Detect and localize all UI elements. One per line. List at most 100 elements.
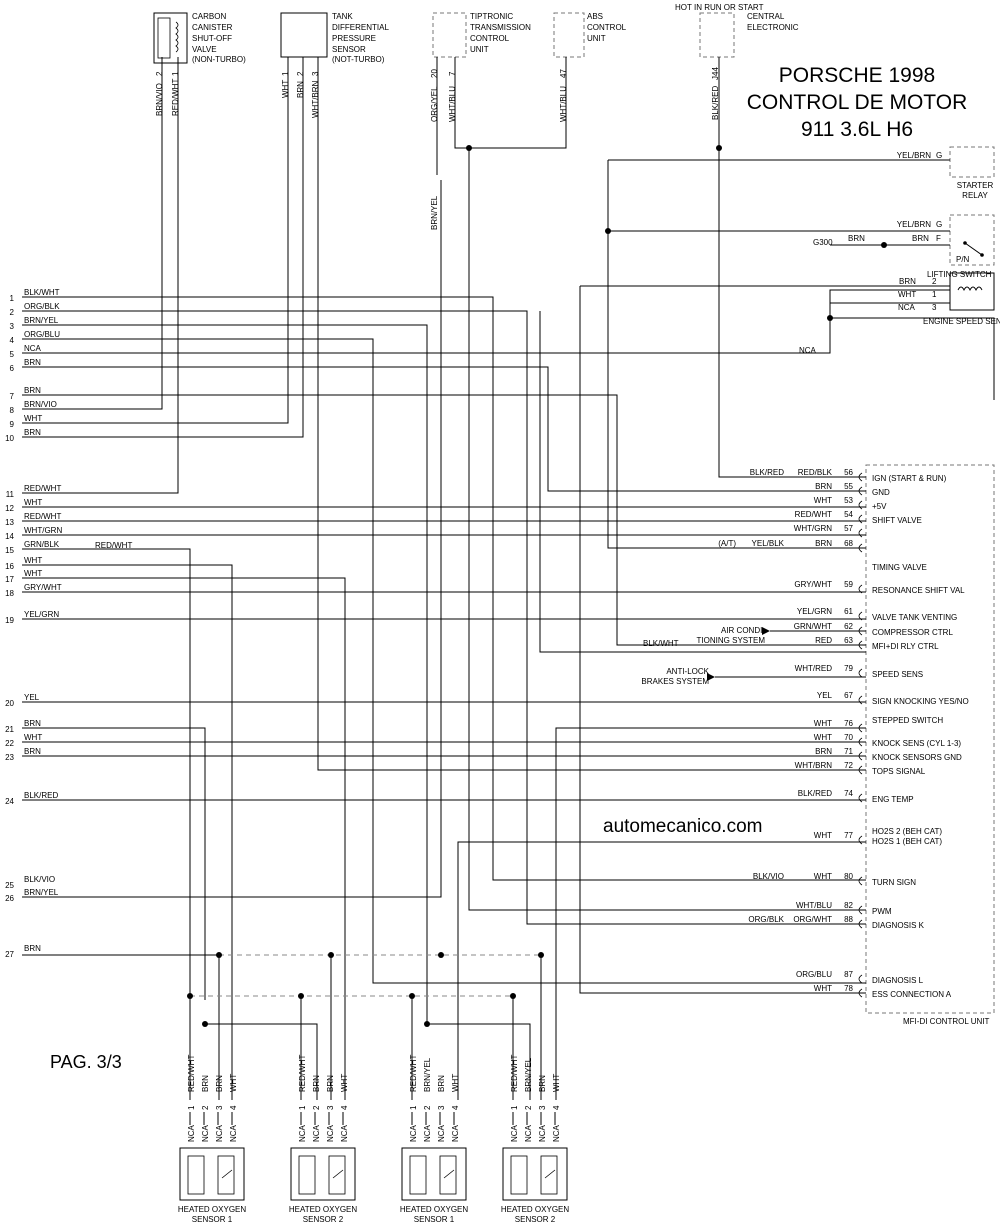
tiptronic-unit: TIPTRONIC TRANSMISSION CONTROL UNIT 20 7… <box>430 12 531 122</box>
sensor-arrow-icon <box>544 1169 556 1179</box>
connector-mark <box>858 695 863 705</box>
sensor-nca: NCA <box>215 1124 224 1142</box>
ecu-pre-color: BLK/RED <box>750 468 784 477</box>
wire-path <box>22 180 442 898</box>
sensor-wire-color: BRN/YEL <box>524 1057 533 1092</box>
tank-line-4: SENSOR <box>332 45 366 54</box>
wire-path <box>579 286 866 994</box>
ecu-function: PWM <box>872 907 892 916</box>
tip-pin-20: 20 <box>430 69 439 78</box>
sensor-pin-number: 3 <box>437 1105 446 1110</box>
sensor-body <box>179 1147 245 1201</box>
abs-system-line-2: BRAKES SYSTEM <box>641 677 709 686</box>
ecu-pin-number: 63 <box>844 636 853 645</box>
tank-pressure-sensor: TANK DIFFERENTIAL PRESSURE SENSOR (NOT-T… <box>280 12 389 118</box>
lifting-pin-g: G <box>936 220 942 229</box>
ecu-pin-color: ORG/WHT <box>793 915 832 924</box>
left-wire-color: BLK/WHT <box>24 288 60 297</box>
wire-path <box>22 324 428 1025</box>
ecu-pin-color: WHT/GRN <box>794 524 832 533</box>
ecu-function: KNOCK SENSORS GND <box>872 753 962 762</box>
sensor-nca: NCA <box>298 1124 307 1142</box>
speed-row-3-wire: NCA <box>898 303 916 312</box>
abs-line-2: CONTROL <box>587 23 627 32</box>
left-wire-color: BRN/VIO <box>24 400 57 409</box>
sensor-element <box>217 1155 235 1195</box>
left-wire-number: 22 <box>5 739 14 748</box>
lifting-brn-1: BRN <box>848 234 865 243</box>
carbon-wire-2: RED/WHT <box>171 79 180 116</box>
connector-mark <box>858 835 863 845</box>
left-wire-number: 15 <box>5 546 14 555</box>
speed-row-3-pin: 3 <box>932 303 937 312</box>
left-wire-number: 7 <box>10 392 15 401</box>
abs-control-unit: ABS CONTROL UNIT 47 WHT/BLU <box>553 12 627 122</box>
sensor-pin-number: 3 <box>326 1105 335 1110</box>
ecu-pin-color: YEL/GRN <box>797 607 832 616</box>
left-wire-color: BRN/YEL <box>24 888 59 897</box>
wire-path <box>539 311 866 653</box>
left-wire-color: NCA <box>24 344 42 353</box>
ecu-pin-number: 70 <box>844 733 853 742</box>
left-wire-number: 4 <box>10 336 15 345</box>
connector-mark <box>858 668 863 678</box>
wire-path <box>22 57 289 424</box>
ecu-pin-number: 71 <box>844 747 853 756</box>
sensor-body <box>401 1147 467 1201</box>
pn-label: P/N <box>956 255 970 264</box>
sensor-wire-color: WHT <box>451 1074 460 1092</box>
ecu-pin-color: RED/WHT <box>795 510 832 519</box>
carbon-line-3: SHUT-OFF <box>192 34 232 43</box>
tank-wire-3: WHT/BRN <box>311 80 320 118</box>
left-wire-number: 10 <box>5 434 14 443</box>
left-wire-color: WHT <box>24 414 42 423</box>
sensor-name-2: SENSOR 1 <box>192 1215 233 1224</box>
tank-wire-1: WHT <box>281 80 290 98</box>
left-wire-number: 26 <box>5 894 14 903</box>
connector-mark <box>858 500 863 510</box>
sensor-nca: NCA <box>201 1124 210 1142</box>
carbon-pin-2: 2 <box>155 71 164 76</box>
sensor-nca: NCA <box>538 1124 547 1142</box>
ecu-pin-color: WHT <box>814 831 832 840</box>
left-wire-color: BRN <box>24 358 41 367</box>
connector-mark <box>858 876 863 886</box>
wire-path <box>22 366 866 492</box>
tip-line-1: TIPTRONIC <box>470 12 513 21</box>
sensor-pin-number: 2 <box>312 1105 321 1110</box>
sensor-nca: NCA <box>510 1124 519 1142</box>
sensor-nca: NCA <box>187 1124 196 1142</box>
ecu-pin-number: 56 <box>844 468 853 477</box>
ecu-pin-color: BRN <box>815 747 832 756</box>
starter-pin: G <box>936 151 942 160</box>
wire-path <box>22 394 866 646</box>
ecu-function: KNOCK SENS (CYL 1-3) <box>872 739 961 748</box>
engine-speed-sensor: NCA BRN 2 WHT 1 NCA 3 ENGINE SPEED SENSO… <box>799 272 1000 355</box>
wire-path <box>22 338 866 984</box>
lifting-switch: YEL/BRN G G300 BRN BRN F P/N LIFTING SWI… <box>813 214 995 279</box>
speed-row-2-wire: WHT <box>898 290 916 299</box>
carbon-pin-1: 1 <box>171 71 180 76</box>
abs-wire: WHT/BLU <box>559 86 568 122</box>
left-wire-color: BRN <box>24 719 41 728</box>
splice-dot <box>827 315 833 321</box>
sensor-name-1: HEATED OXYGEN <box>289 1205 358 1214</box>
ecu-pin-color: BRN <box>815 539 832 548</box>
sensor-pin-number: 1 <box>409 1105 418 1110</box>
abs-line-1: ABS <box>587 12 603 21</box>
left-wire-number: 24 <box>5 797 14 806</box>
wire-path <box>22 57 304 438</box>
ecu-pin-color: YEL <box>817 691 833 700</box>
g300-label: G300 <box>813 238 833 247</box>
tank-pin-1: 1 <box>281 71 290 76</box>
sensor-wire-color: RED/WHT <box>510 1055 519 1092</box>
left-wire-color: WHT <box>24 733 42 742</box>
ecu-function: TURN SIGN <box>872 878 916 887</box>
left-wire-color: ORG/BLK <box>24 302 60 311</box>
oxygen-sensor: 1RED/WHTNCA2BRN/YELNCA3BRNNCA4WHTNCAHEAT… <box>400 1055 469 1224</box>
ecu-pin-number: 76 <box>844 719 853 728</box>
wire-path <box>22 57 179 494</box>
oxygen-sensor: 1RED/WHTNCA2BRN/YELNCA3BRNNCA4WHTNCAHEAT… <box>501 1055 570 1224</box>
left-wire-color: GRY/WHT <box>24 583 62 592</box>
sensor-wire-color: WHT <box>340 1074 349 1092</box>
